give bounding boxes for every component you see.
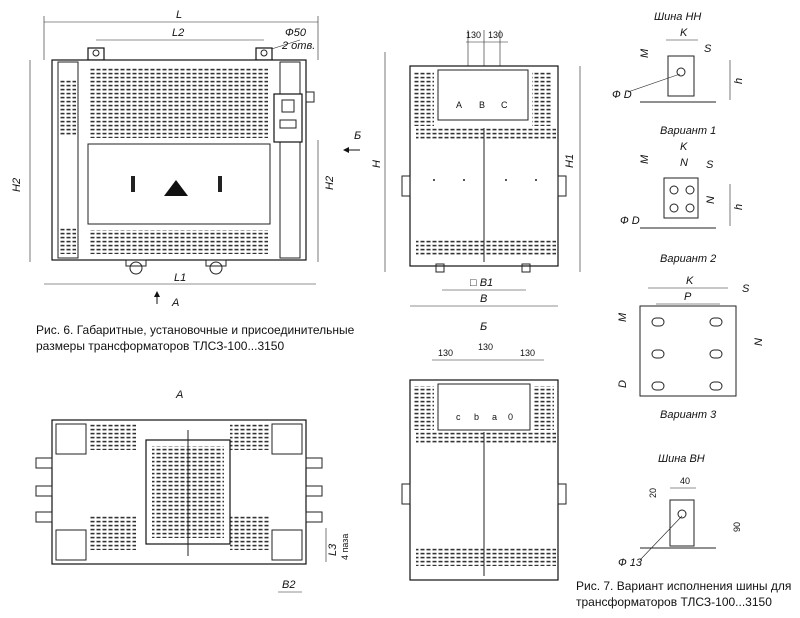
variant3-title: Вариант 3 — [660, 409, 717, 421]
hazard-icon — [164, 180, 188, 196]
variant1-Nv: N — [705, 196, 717, 204]
view-arrow-b: Б — [354, 130, 361, 142]
bus-vn-20: 20 — [648, 488, 658, 498]
variant2-P: P — [684, 291, 692, 303]
bus-vn-90: 90 — [732, 522, 742, 532]
dim-H: H — [371, 160, 383, 168]
terminal-a: a — [492, 412, 497, 422]
bus-nn-K: K — [680, 27, 688, 39]
variant2-M: M — [617, 312, 629, 322]
dim-H2-right: H2 — [324, 176, 336, 190]
phase-c: С — [501, 100, 508, 110]
front-view: L L2 Ф50 2 отв. — [11, 9, 361, 309]
view-b-dim3: 130 — [520, 348, 535, 358]
slot-count: 4 паза — [340, 534, 350, 560]
variant2-S: S — [742, 283, 750, 295]
variant-1: Вариант 1 K N M S Ф D N h — [620, 125, 745, 229]
view-b-title: Б — [480, 321, 487, 333]
top-view-a: А L3 4 паза В2 — [35, 389, 350, 593]
variant1-h: h — [733, 204, 745, 210]
fig7-caption-line1: Рис. 7. Вариант исполнения шины для — [576, 579, 791, 593]
bus-nn-D: Ф D — [612, 89, 632, 101]
terminal-0: 0 — [508, 412, 513, 422]
dim-L: L — [176, 9, 182, 21]
dim-130-a: 130 — [466, 30, 481, 40]
dim-B1: □ В1 — [470, 277, 493, 289]
bus-vn-title: Шина ВН — [658, 453, 705, 465]
bus-nn-M: M — [639, 48, 651, 58]
bus-nn-S: S — [704, 43, 712, 55]
fig7-caption-line2: трансформаторов ТЛСЗ-100...3150 — [576, 595, 772, 609]
dim-L2: L2 — [172, 27, 184, 39]
bus-nn: Шина НН K M S Ф D h — [612, 11, 745, 103]
view-b: Б 130 130 130 с b a 0 — [401, 321, 567, 581]
dim-B2: В2 — [282, 579, 295, 591]
side-view: 130 130 А В С H H1 □ В1 В — [371, 30, 581, 307]
variant1-N: N — [680, 157, 688, 169]
variant1-K: K — [680, 141, 688, 153]
phase-b: В — [479, 100, 485, 110]
bus-nn-title: Шина НН — [654, 11, 701, 23]
dim-B: В — [480, 293, 487, 305]
bus-vn-13: Ф 13 — [618, 557, 643, 569]
hole-count: 2 отв. — [281, 40, 315, 52]
variant2-title: Вариант 2 — [660, 253, 716, 265]
bus-vn: Шина ВН 40 20 90 Ф 13 — [618, 453, 742, 569]
dim-L3: L3 — [327, 543, 339, 556]
view-b-dim2: 130 — [478, 342, 493, 352]
dim-H2-left: H2 — [11, 178, 23, 192]
view-b-dim1: 130 — [438, 348, 453, 358]
dim-L1: L1 — [174, 272, 186, 284]
bus-nn-h: h — [733, 78, 745, 84]
variant2-K: K — [686, 275, 694, 287]
variant2-D: D — [617, 380, 629, 388]
view-arrow-a: А — [171, 297, 179, 309]
variant1-M: M — [639, 154, 651, 164]
bus-vn-40: 40 — [680, 476, 690, 486]
dim-H1: H1 — [564, 154, 576, 168]
terminal-c: с — [456, 412, 461, 422]
fig6-caption-line2: размеры трансформаторов ТЛСЗ-100...3150 — [36, 339, 284, 353]
variant1-S: S — [706, 159, 714, 171]
fig6-caption-line1: Рис. 6. Габаритные, установочные и присо… — [36, 323, 355, 337]
phase-a: А — [456, 100, 462, 110]
variant1-D: Ф D — [620, 215, 640, 227]
terminal-b: b — [474, 412, 479, 422]
top-view-title: А — [175, 389, 183, 401]
dim-130-b: 130 — [488, 30, 503, 40]
variant-2: Вариант 2 K P S M N D — [617, 253, 765, 397]
hole-diameter: Ф50 — [285, 27, 307, 39]
variant1-title: Вариант 1 — [660, 125, 716, 137]
variant2-N: N — [753, 338, 765, 346]
